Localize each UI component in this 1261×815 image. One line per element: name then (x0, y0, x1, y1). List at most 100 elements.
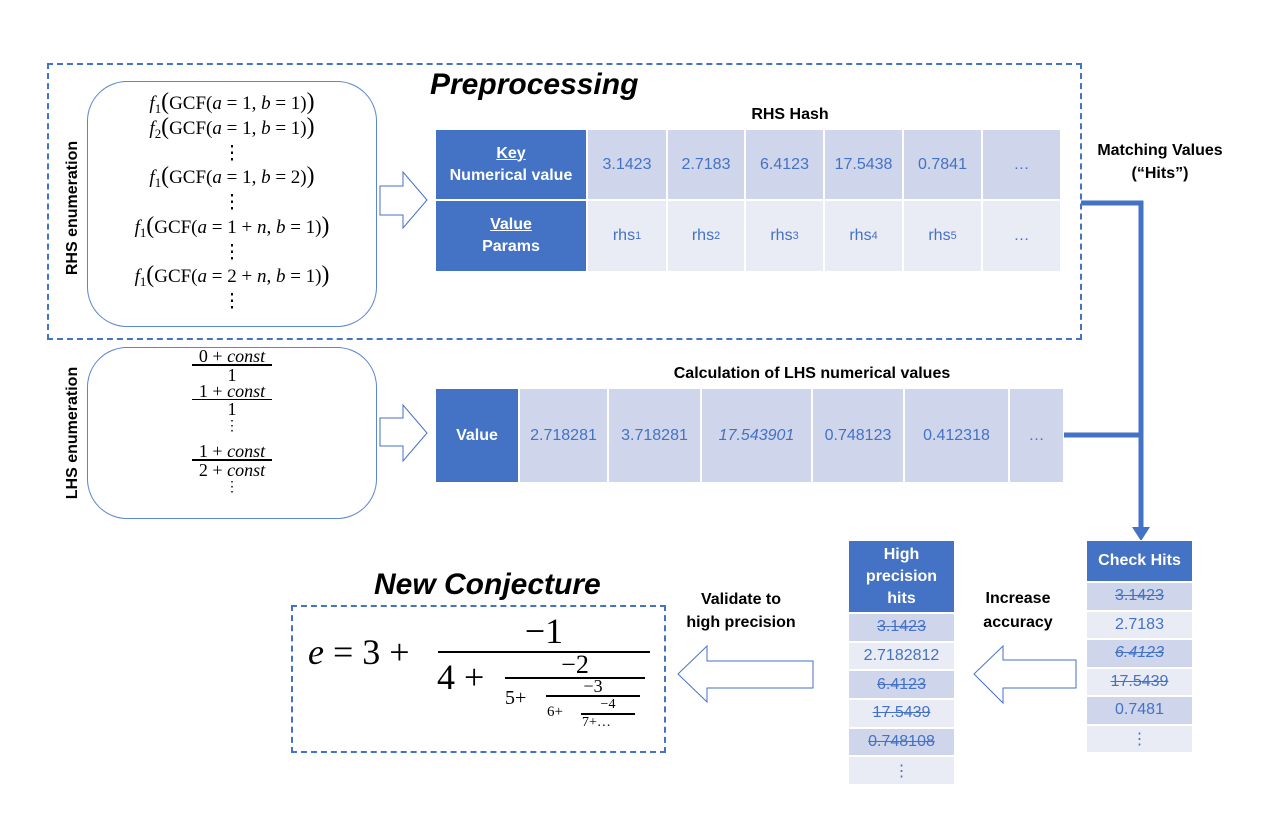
math-token: = 1) (285, 266, 322, 288)
math-token: = 1) (270, 93, 307, 114)
math-token: const (227, 441, 266, 461)
math-token: const (227, 380, 266, 401)
rhs-enumeration-ellipsis: ⋮ (87, 191, 377, 216)
fraction-numerator: 0 + const (199, 346, 266, 366)
math-token: 2 + (198, 459, 228, 480)
fraction-3-bar (546, 695, 640, 697)
matching-values-label: Matching Values (“Hits”) (1085, 139, 1235, 185)
math-token: = 1, (221, 117, 262, 139)
lhs-enumeration-list: 0 + const 1 1 + const 1 ⋮ 1 + const 2 + … (87, 346, 377, 505)
rhs-hash-title: RHS Hash (751, 106, 829, 123)
rhs-enumeration-label: RHS enumeration (64, 140, 81, 276)
param-base: rhs (691, 227, 715, 244)
math-token: = 1) (270, 117, 307, 139)
param-base: rhs (770, 227, 793, 244)
math-token: = 2) (270, 167, 307, 189)
arrowhead-down-icon (1132, 527, 1150, 541)
math-token: n (256, 216, 267, 238)
param-base: rhs (612, 227, 636, 244)
lhs-value-cell: 17.543901 (701, 388, 812, 483)
hash-param-ellipsis: … (982, 200, 1061, 272)
lhs-value-ellipsis: … (1009, 388, 1064, 483)
fraction-3-numerator: −3 (583, 676, 603, 696)
math-token: ⋮ (222, 241, 242, 263)
param-index: 3 (792, 230, 799, 242)
math-token: ) (321, 212, 330, 239)
param-base: rhs (928, 227, 951, 244)
math-token: f (149, 167, 155, 189)
matching-values-line2: (“Hits”) (1131, 165, 1189, 182)
math-token: GCF( (169, 93, 213, 114)
header-line: precision (865, 567, 938, 585)
math-token: a (197, 266, 208, 288)
math-token: = 1 + (207, 216, 257, 238)
math-token: 1 (227, 399, 237, 419)
value-header: Value Params (435, 200, 587, 272)
high-precision-ellipsis: ⋮ (848, 756, 955, 786)
math-token: 2 (154, 125, 162, 141)
math-token: GCF( (154, 216, 198, 238)
fraction-4-denominator: 7+… (582, 716, 611, 730)
lhs-values-table: Value 2.718281 3.718281 17.543901 0.7481… (435, 388, 1064, 483)
math-token: ) (306, 89, 315, 115)
den-plus: + (589, 715, 597, 730)
math-token: a (197, 216, 208, 238)
arrow-left-icon (677, 644, 814, 704)
high-precision-row: 3.1423 (848, 613, 955, 642)
math-token: const (227, 346, 266, 366)
fraction-2-numerator: −2 (561, 650, 589, 679)
fraction-4-numerator: −4 (600, 697, 616, 712)
math-token: 1 (139, 224, 147, 240)
math-token: a (212, 93, 222, 114)
math-token: f (134, 266, 140, 288)
fraction-2-denominator: 5+ (505, 688, 526, 708)
den-integer: 6 (547, 704, 555, 720)
rhs-enumeration-item: f2(GCF(a = 1, b = 1)) (87, 113, 377, 142)
math-token: ( (161, 163, 170, 190)
math-token: = 1, (221, 167, 262, 189)
validate-line2: high precision (686, 614, 796, 631)
rhs-enumeration-item: f1(GCF(a = 2 + n, b = 1)) (87, 262, 377, 290)
rhs-hits-connector (1081, 200, 1144, 530)
fraction-bar (192, 364, 272, 366)
lhs-value-header: Value (435, 388, 519, 483)
fraction-denominator: 1 (228, 366, 237, 384)
den-integer: 7 (582, 715, 589, 730)
high-precision-header: High precision hits (848, 540, 955, 613)
check-hits-row: 3.1423 (1086, 582, 1193, 611)
lhs-value-cell: 3.718281 (608, 388, 701, 483)
math-token: f (134, 216, 140, 238)
high-precision-row: 17.5439 (848, 699, 955, 728)
math-token: 1 + (198, 380, 228, 401)
math-token: GCF( (154, 266, 198, 288)
math-token: ) (306, 113, 315, 140)
high-precision-row: 0.748108 (848, 727, 955, 757)
increase-accuracy-line2: accuracy (983, 614, 1053, 631)
validate-label: Validate to high precision (680, 588, 802, 634)
fraction-denominator: 1 (227, 399, 237, 419)
formula-lhs: e (308, 632, 324, 672)
fraction-bar (192, 459, 272, 461)
formula-tail: … (596, 715, 611, 730)
math-token: b (275, 266, 286, 288)
math-token: ( (146, 262, 155, 289)
preprocessing-title: Preprocessing (430, 68, 639, 101)
param-index: 2 (714, 230, 721, 242)
math-token: const (227, 459, 266, 480)
arrow-right-icon (379, 170, 428, 230)
math-token: = 1) (285, 216, 322, 238)
fraction-bar (192, 398, 272, 400)
header-line: hits (887, 589, 916, 607)
value-header-title: Value (490, 216, 532, 233)
lhs-enumeration-box (87, 347, 377, 519)
hash-key-ellipsis: … (982, 129, 1061, 200)
param-base: … (1013, 227, 1030, 244)
math-token: ⋮ (222, 142, 242, 164)
rhs-enumeration-item: f1(GCF(a = 1 + n, b = 1)) (87, 212, 377, 241)
arrow-right-icon (379, 403, 428, 463)
rhs-enumeration-box (87, 81, 377, 327)
den-plus: + (464, 657, 485, 697)
value-header-subtitle: Params (482, 238, 540, 255)
